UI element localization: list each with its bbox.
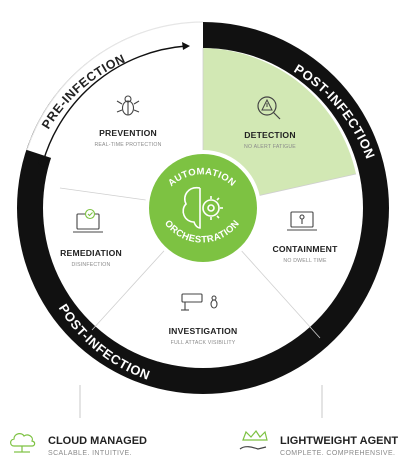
- center-hub: AUTOMATION ORCHESTRATION: [145, 150, 261, 266]
- outer-ring-pre-infection-border: [26, 21, 204, 151]
- remediation-segment: REMEDIATION DISINFECTION: [60, 208, 122, 268]
- cloud-managed-title: CLOUD MANAGED: [48, 435, 147, 447]
- cloud-managed-subtitle: SCALABLE. INTUITIVE.: [48, 450, 132, 457]
- lightweight-agent-feature: LIGHTWEIGHT AGENT COMPLETE. COMPREHENSIV…: [239, 429, 398, 457]
- laptop-check-icon: [73, 208, 103, 233]
- lightweight-agent-title: LIGHTWEIGHT AGENT: [280, 435, 398, 447]
- containment-segment: CONTAINMENT NO DWELL TIME: [272, 211, 338, 264]
- prevention-segment: PREVENTION REAL-TIME PROTECTION: [94, 95, 161, 148]
- cloud-managed-feature: CLOUD MANAGED SCALABLE. INTUITIVE.: [10, 433, 147, 457]
- alert-magnifier-icon: [257, 96, 281, 120]
- investigation-subtitle: FULL ATTACK VISIBILITY: [171, 340, 236, 346]
- investigation-title: INVESTIGATION: [169, 326, 238, 336]
- pre-infection-arrow: [42, 45, 187, 163]
- containment-subtitle: NO DWELL TIME: [283, 258, 327, 264]
- remediation-subtitle: DISINFECTION: [71, 262, 110, 268]
- laptop-pin-icon: [287, 211, 317, 231]
- detection-subtitle: NO ALERT FATIGUE: [244, 144, 296, 150]
- detection-segment: DETECTION NO ALERT FATIGUE: [244, 96, 296, 150]
- crown-hand-icon: [239, 429, 268, 450]
- detection-title: DETECTION: [244, 130, 295, 140]
- arrow-head-icon: [182, 42, 190, 50]
- cloud-network-icon: [10, 433, 36, 453]
- prevention-title: PREVENTION: [99, 128, 157, 138]
- prevention-subtitle: REAL-TIME PROTECTION: [94, 142, 161, 148]
- camera-bug-icon: [181, 293, 218, 311]
- lightweight-agent-subtitle: COMPLETE. COMPREHENSIVE.: [280, 450, 395, 457]
- arrow-start-dot: [38, 157, 48, 167]
- remediation-title: REMEDIATION: [60, 248, 122, 258]
- bug-icon: [116, 95, 140, 116]
- containment-title: CONTAINMENT: [272, 244, 338, 254]
- gear-brain-icon: [182, 186, 223, 229]
- investigation-segment: INVESTIGATION FULL ATTACK VISIBILITY: [169, 293, 238, 346]
